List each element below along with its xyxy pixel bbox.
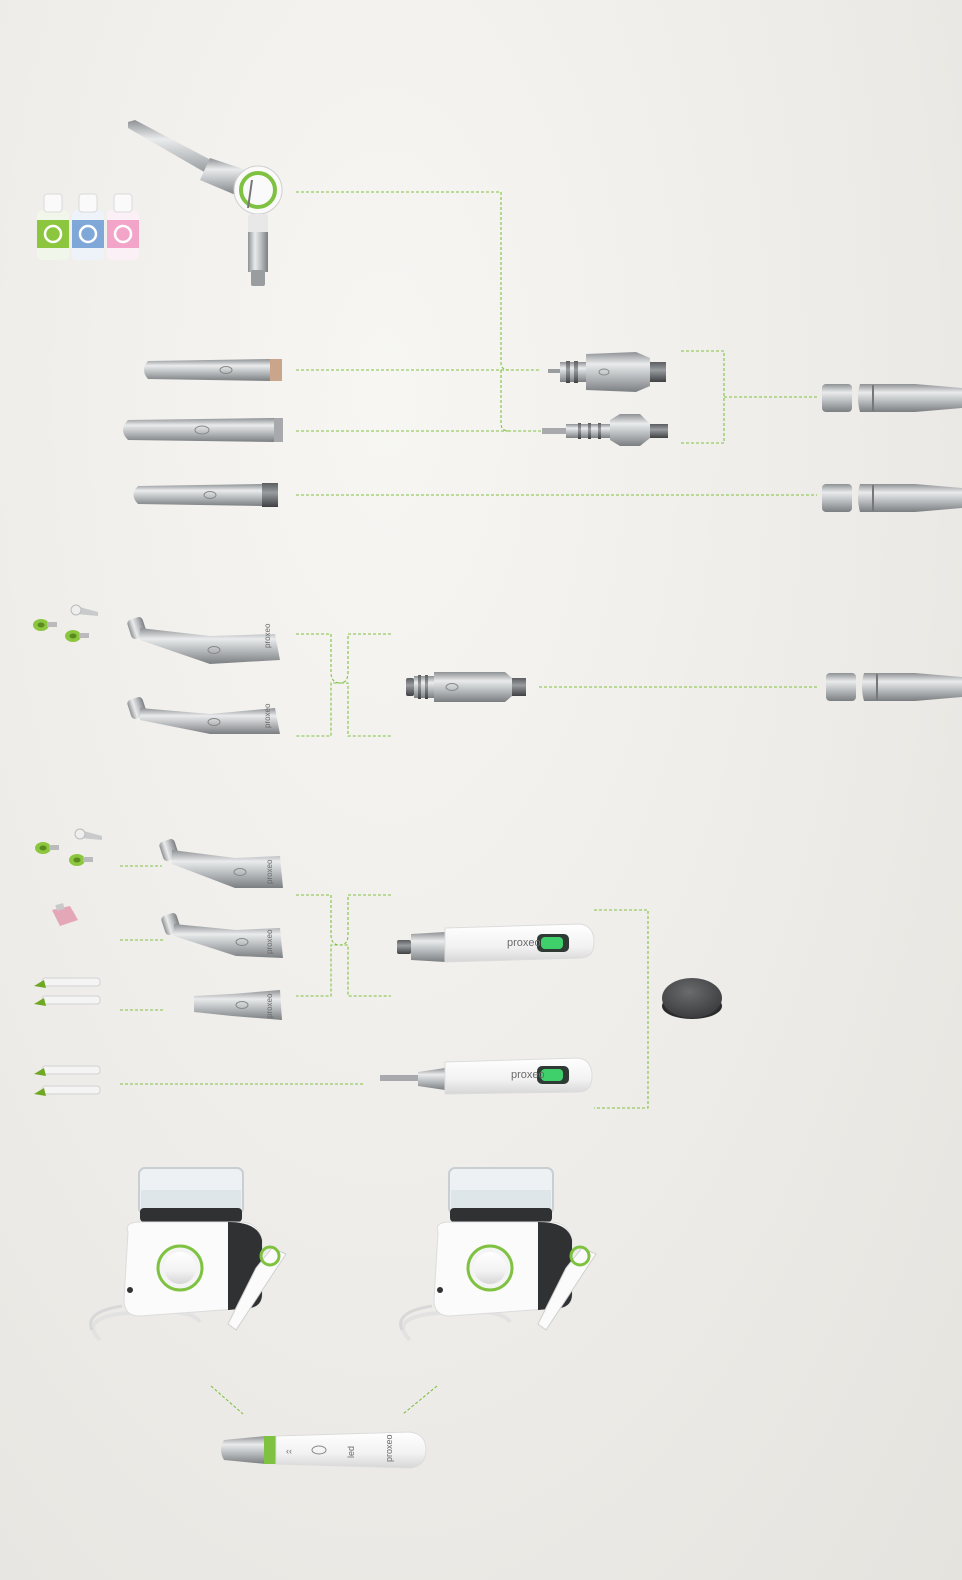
cordless-brand-label: proxeo (507, 937, 541, 949)
contra-angle-brand-label: proxeo (263, 623, 272, 648)
cordless-brand-label: proxeo (511, 1069, 545, 1081)
powder-bottle-icon (37, 193, 69, 260)
air-polisher-handpiece-icon (128, 120, 283, 286)
contra-angle-brand-label: proxeo (263, 703, 272, 728)
prophy-cups-icon (33, 604, 98, 642)
straight-handpiece-icon (144, 359, 282, 381)
connector-lines-section-2 (296, 633, 817, 737)
powder-bottles (37, 193, 139, 260)
contra-angle-brand-label: proxeo (265, 859, 274, 884)
prophy-brushes-icon (34, 977, 101, 1006)
contra-angle-icon: proxeo (159, 839, 283, 888)
contra-angle-brand-label: proxeo (265, 929, 274, 954)
coupling-icon (542, 414, 668, 446)
ultrasonic-handpiece-icon: ‹‹ led proxeo (221, 1431, 427, 1469)
contra-angle-icon: proxeo (127, 617, 280, 664)
connector-lines-section-1 (296, 191, 817, 496)
motor-connector-icon (826, 673, 962, 701)
prophy-brushes-icon (34, 1065, 101, 1096)
ultrasonic-unit-icon (89, 1167, 287, 1342)
powder-bottle-icon (107, 193, 139, 260)
svg-text:‹‹: ‹‹ (286, 1446, 292, 1456)
powder-bottle-icon (72, 193, 104, 260)
straight-handpiece-icon (133, 483, 278, 507)
prophy-angle-icon: proxeo (194, 990, 282, 1020)
coupling-icon (548, 352, 666, 392)
ultrasonic-unit-icon (399, 1167, 597, 1342)
straight-handpiece-icon (123, 418, 283, 442)
contra-angle-icon: proxeo (127, 697, 280, 734)
led-marker-label: led (346, 1446, 356, 1458)
prophy-cups-icon (35, 828, 102, 866)
prophy-angle-brand-label: proxeo (265, 993, 274, 1018)
motor-connector-icon (822, 484, 962, 512)
motor-connector-icon (822, 384, 962, 412)
cordless-handpiece-icon: proxeo (380, 1057, 593, 1095)
ultrasonic-handpiece-brand-label: proxeo (384, 1434, 394, 1462)
connector-lines-section-3 (120, 865, 649, 1109)
foot-control-icon (662, 978, 722, 1019)
prophy-cup-pink-icon (52, 903, 78, 926)
connector-lines-section-4 (210, 1385, 438, 1415)
motor-icon (406, 672, 526, 702)
contra-angle-icon: proxeo (161, 913, 283, 958)
cordless-handpiece-icon: proxeo (397, 923, 595, 963)
